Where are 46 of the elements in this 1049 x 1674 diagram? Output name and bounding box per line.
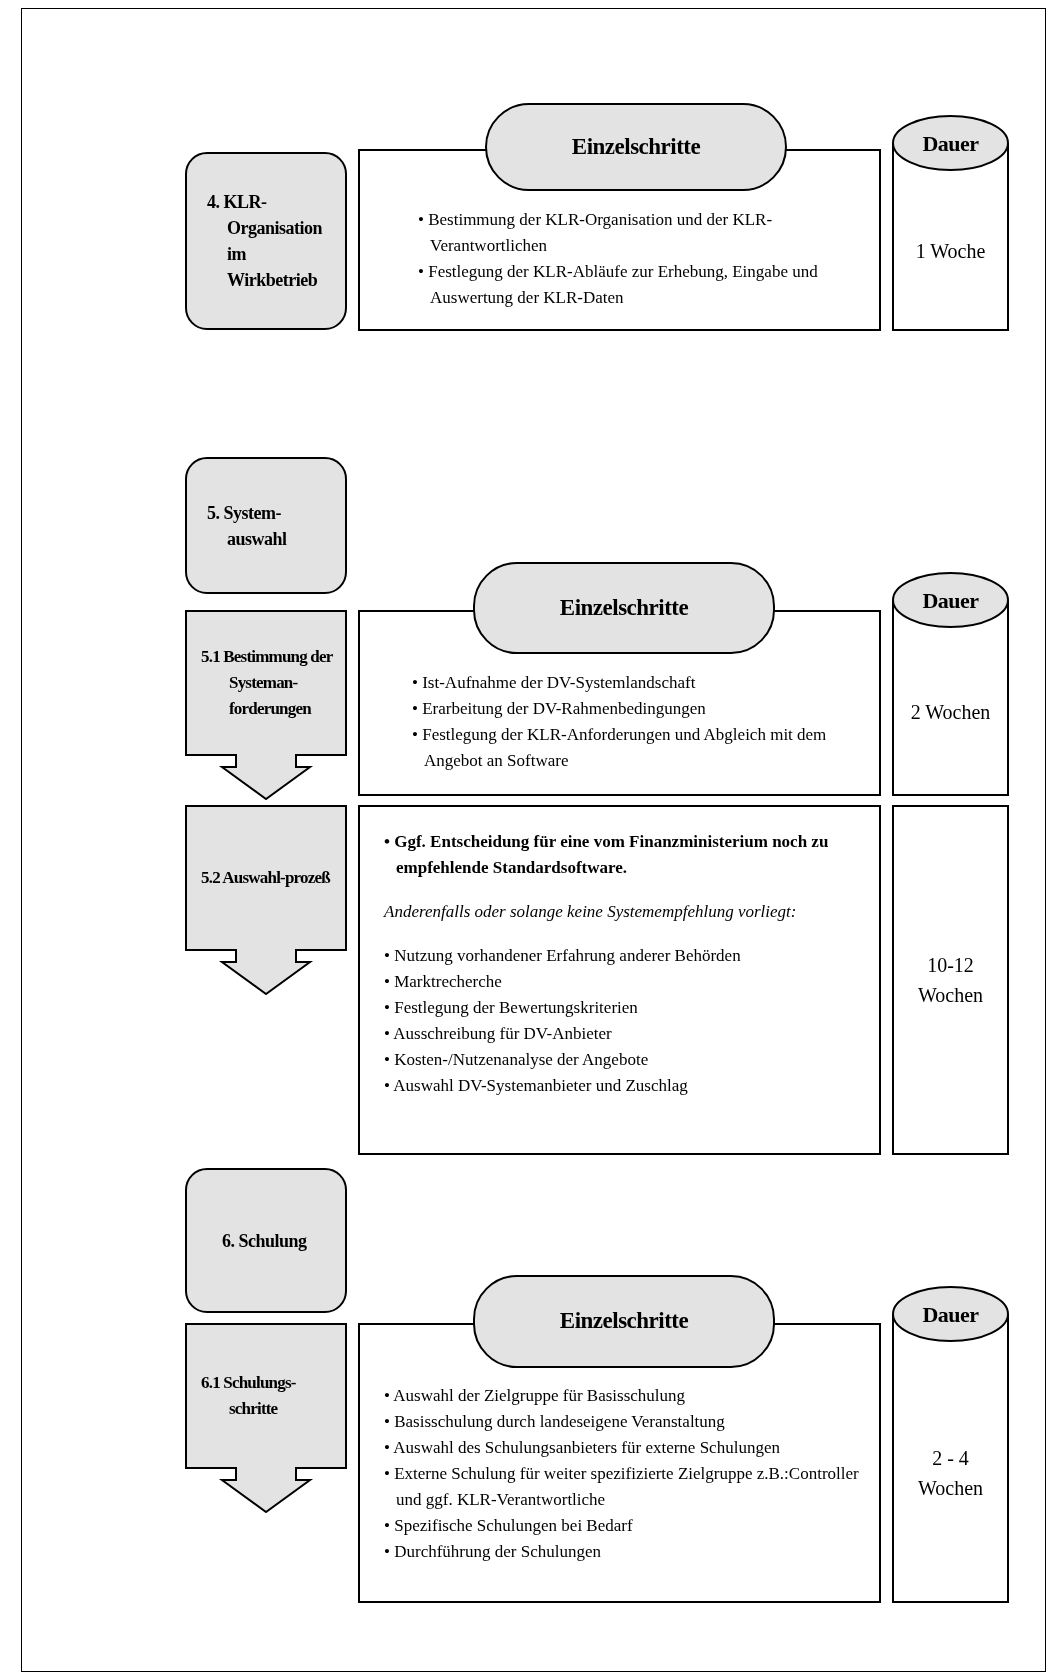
steps-box	[358, 805, 881, 1155]
step-arrow-box	[185, 610, 347, 800]
bullet-item: • Festlegung der Bewertungskriterien	[384, 997, 639, 1019]
step-title: 5.2 Auswahl-prozeß	[200, 866, 332, 889]
heading-text: Einzelschritte	[571, 132, 701, 161]
bullet-item: • Kosten-/Nutzenanalyse der Angebote	[384, 1049, 650, 1071]
duration-value: 2 Wochen	[910, 700, 991, 725]
phase-box	[185, 152, 347, 330]
duration-value: 1 Woche	[915, 239, 986, 264]
phase-box	[185, 1168, 347, 1313]
phase-title: 6. Schulung	[221, 1229, 308, 1253]
duration-heading: Dauer	[922, 586, 979, 615]
note-text: Anderenfalls oder solange keine Systemempfehlung vorliegt:	[384, 901, 798, 923]
step-title: 6.1 Schulungs-schritte	[200, 1371, 297, 1420]
phase-box	[185, 457, 347, 594]
bullet-item: • Auswahl DV-Systemanbieter und Zuschlag	[384, 1075, 689, 1097]
phase-title: 5. System-auswahl	[207, 501, 288, 551]
duration-cylinder	[892, 1286, 1009, 1603]
duration-value: 2 - 4 Wochen	[917, 1445, 984, 1501]
bullet-item: • Externe Schulung für weiter spezifizierte Zielgruppe z.B.:Controller und ggf. KLR-Verantwortliche	[384, 1463, 859, 1511]
bullet-item: • Marktrecherche	[384, 971, 503, 993]
bullet-item: • Spezifische Schulungen bei Bedarf	[384, 1515, 634, 1537]
bullet-item: • Festlegung der KLR-Abläufe zur Erhebung, Eingabe und Auswertung der KLR-Daten	[418, 261, 819, 309]
phase-title: 4. KLR-Organisation im Wirkbetrieb	[207, 191, 323, 292]
bullet-item: • Basisschulung durch landeseigene Veranstaltung	[384, 1411, 726, 1433]
heading-text: Einzelschritte	[559, 1307, 689, 1336]
duration-box	[892, 805, 1009, 1155]
step-arrow-box	[185, 805, 347, 995]
step-title: 5.1 Bestimmung der Systeman-forderungen	[200, 645, 334, 720]
duration-heading: Dauer	[922, 129, 979, 158]
duration-heading: Dauer	[922, 1300, 979, 1329]
bullet-item: • Durchführung der Schulungen	[384, 1541, 602, 1563]
bullet-item: • Festlegung der KLR-Anforderungen und Abgleich mit dem Angebot an Software	[412, 724, 828, 772]
duration-cylinder	[892, 115, 1009, 331]
bullet-item: • Erarbeitung der DV-Rahmenbedingungen	[412, 698, 707, 720]
bullet-item: • Auswahl des Schulungsanbieters für externe Schulungen	[384, 1437, 781, 1459]
bullet-item: • Bestimmung der KLR-Organisation und der KLR-Verantwortlichen	[418, 209, 774, 257]
step-arrow-box	[185, 1323, 347, 1513]
bullet-item: • Auswahl der Zielgruppe für Basisschulung	[384, 1385, 687, 1407]
bullet-item: • Ausschreibung für DV-Anbieter	[384, 1023, 613, 1045]
heading-text: Einzelschritte	[559, 593, 689, 622]
bullet-item: • Nutzung vorhandener Erfahrung anderer Behörden	[384, 945, 742, 967]
bullet-item: • Ist-Aufnahme der DV-Systemlandschaft	[412, 672, 697, 694]
duration-value: 10-12 Wochen	[917, 953, 984, 1008]
duration-cylinder	[892, 572, 1009, 796]
bullet-item: • Ggf. Entscheidung für eine vom Finanzministerium noch zu empfehlende Standardsoftware.	[384, 831, 830, 879]
